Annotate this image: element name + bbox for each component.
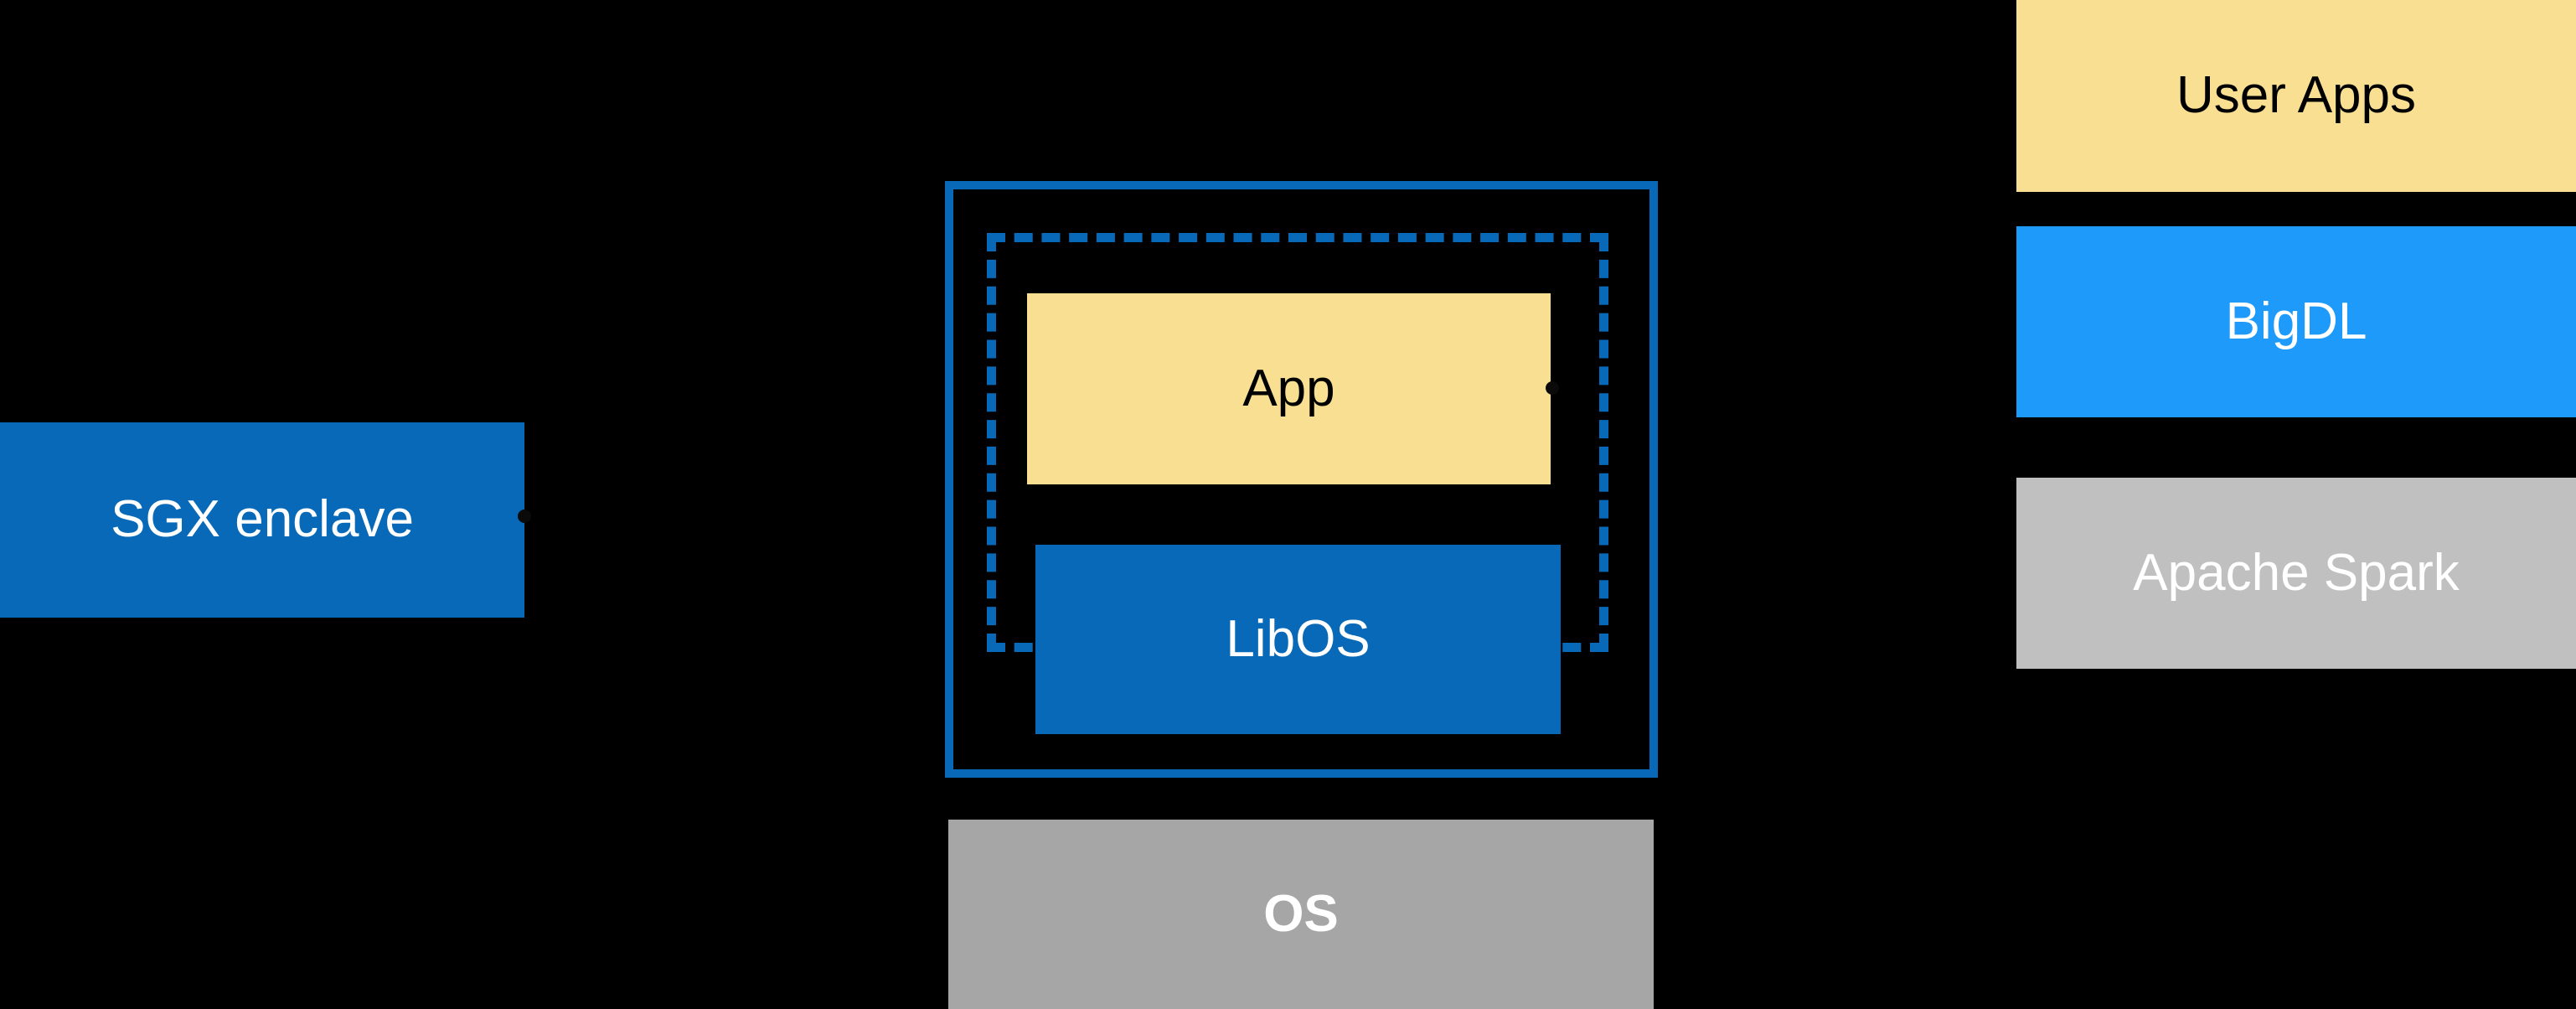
- user-apps-label: User Apps: [2176, 65, 2417, 124]
- bigdl-box: BigDL: [2016, 226, 2576, 417]
- apache-spark-label: Apache Spark: [2133, 543, 2460, 602]
- app-box: App: [1027, 293, 1551, 484]
- libos-label: LibOS: [1226, 609, 1371, 668]
- enclave-container-outline: [945, 181, 1658, 778]
- user-apps-box: User Apps: [2016, 0, 2576, 192]
- app-connector-endpoint: [1546, 381, 1559, 395]
- os-box: OS: [948, 820, 1654, 1009]
- bigdl-label: BigDL: [2225, 292, 2367, 350]
- sgx-enclave-box: SGX enclave: [0, 422, 524, 618]
- app-label: App: [1242, 359, 1335, 417]
- sgx-enclave-label: SGX enclave: [111, 490, 414, 549]
- libos-box: LibOS: [1035, 545, 1561, 734]
- os-label: OS: [1263, 884, 1339, 943]
- sgx-enclave-connector-endpoint: [518, 510, 531, 523]
- apache-spark-box: Apache Spark: [2016, 478, 2576, 669]
